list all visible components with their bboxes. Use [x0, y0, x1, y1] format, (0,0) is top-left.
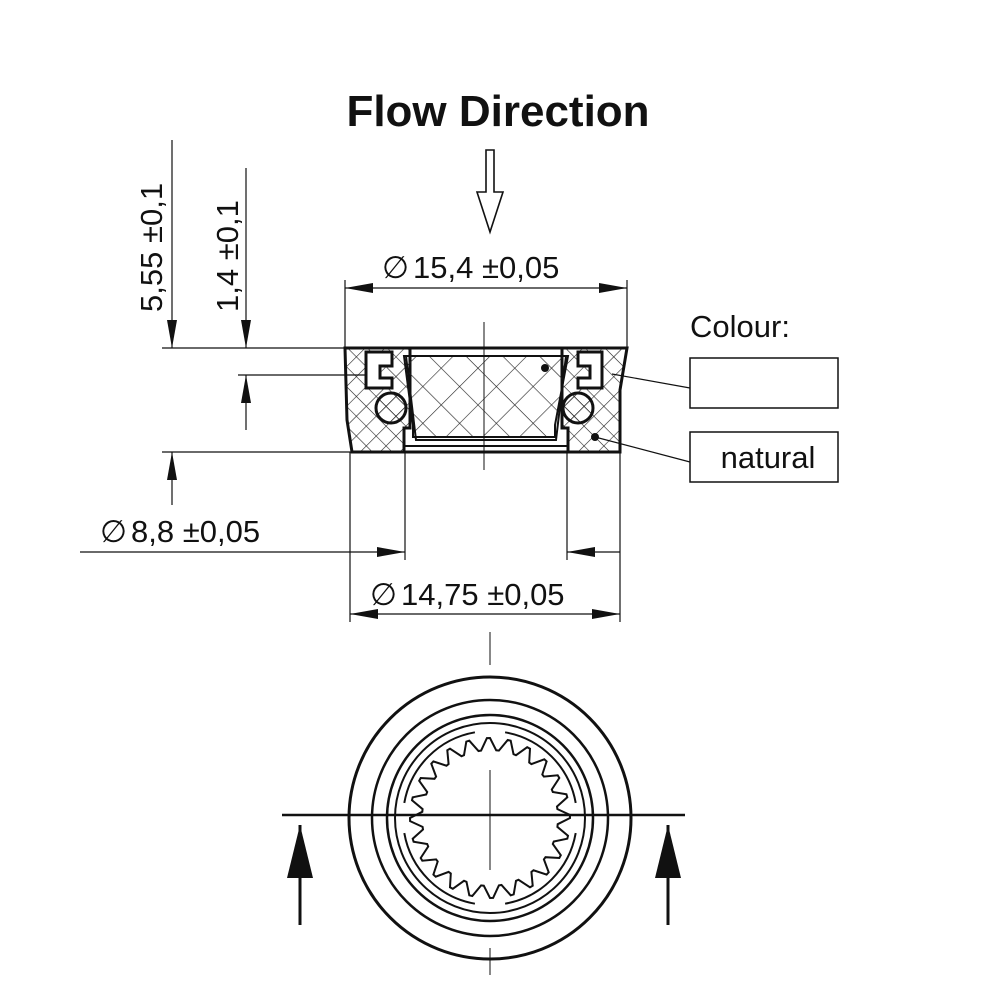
slot-arc: [403, 731, 476, 804]
bottom-diameter-label: ∅14,75 ±0,05: [370, 577, 565, 612]
colour-label: Colour:: [690, 309, 790, 344]
section-view: [343, 322, 691, 470]
section-arrow-left-icon: [287, 825, 313, 925]
top-height-label: 1,4 ±0,1: [210, 200, 245, 312]
diameter-symbol-icon: ∅: [382, 250, 409, 285]
flow-direction-arrow-icon: [475, 149, 505, 235]
colour-box-1: [689, 357, 839, 409]
dimension-lines: [80, 140, 628, 622]
colour-box-2-value: natural: [721, 440, 816, 475]
section-arrow-right-icon: [655, 825, 681, 925]
total-height-label: 5,55 ±0,1: [134, 183, 169, 312]
slot-arc: [403, 832, 476, 905]
outer-diameter-label: ∅15,4 ±0,05: [382, 250, 559, 285]
slot-arc: [504, 731, 577, 804]
colour-box-2: [689, 431, 839, 483]
top-view: [282, 632, 685, 975]
diameter-symbol-icon: ∅: [100, 514, 127, 549]
diameter-symbol-icon: ∅: [370, 577, 397, 612]
drawing-title: Flow Direction: [346, 87, 649, 136]
inner-diameter-label: ∅8,8 ±0,05: [100, 514, 260, 549]
slot-arc: [504, 832, 577, 905]
